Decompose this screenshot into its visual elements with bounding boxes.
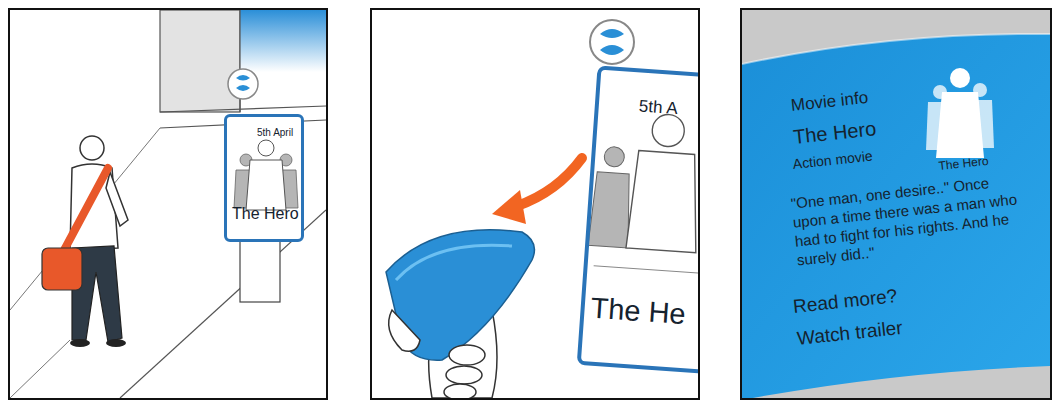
movie-poster: 5th AprilThe Hero (224, 114, 304, 242)
node-text: "One man, one desire.." Once upon a time… (790, 169, 1033, 269)
street-scene (10, 10, 326, 398)
story-panel: 5th AprilThe Hero (8, 8, 328, 400)
node-text: Read more? (792, 285, 898, 318)
node-text: The Hero (938, 155, 989, 174)
node-text: Watch trailer (796, 317, 904, 350)
node-text: Movie info (790, 88, 869, 116)
node-text: 5th A (638, 96, 678, 118)
movie-poster: 5th A The He (577, 65, 700, 374)
story-panel: Movie infoThe HeroAction movieThe Hero"O… (740, 8, 1052, 400)
node-text: The Hero (232, 205, 299, 223)
story-panel: 5th A The He (370, 8, 700, 400)
node-text: The Hero (792, 117, 877, 149)
node-text: Action movie (792, 148, 873, 172)
node-text: The He (590, 292, 687, 332)
node-text: 5th April (257, 127, 293, 139)
info-screen: Movie infoThe HeroAction movieThe Hero"O… (742, 10, 1050, 398)
